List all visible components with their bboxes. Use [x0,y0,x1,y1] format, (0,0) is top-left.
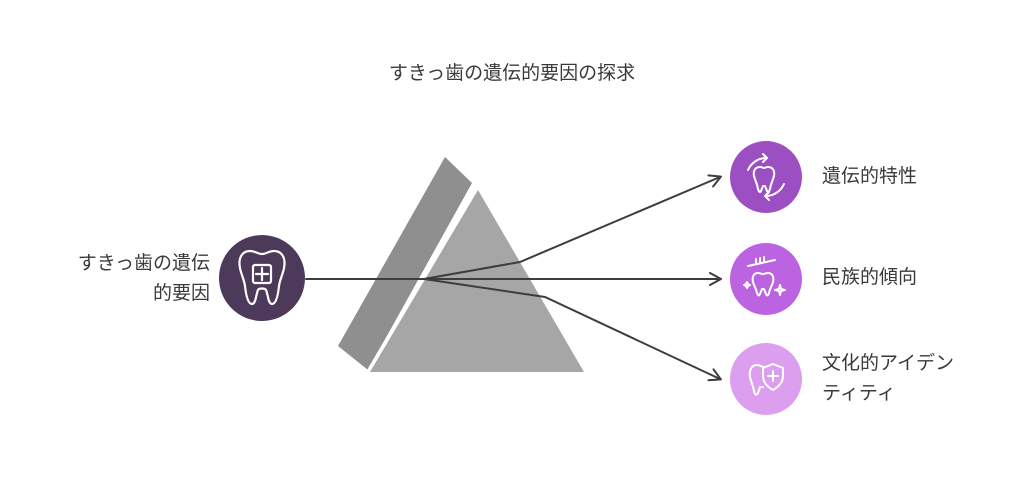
prism-side-face [338,157,472,370]
diagram-title: すきっ歯の遺伝的要因の探求 [388,62,636,84]
source-node[interactable] [219,235,305,321]
light-beams [305,174,722,382]
tooth-plus-icon [238,249,286,306]
output-label-cultural-identity: 文化的アイデン ティティ [822,352,955,404]
output-node-ethnic-tendency[interactable] [730,243,802,315]
toothbrush-sparkle-icon [743,256,786,297]
output-label-genetic-traits: 遺伝的特性 [822,165,918,187]
output-node-genetic-traits[interactable] [730,141,802,213]
tooth-cycle-icon [747,153,785,201]
source-label: すきっ歯の遺伝 的要因 [77,252,210,304]
output-circle [730,343,802,415]
beam-to-genetic-traits [423,174,722,280]
tooth-shield-icon [748,363,784,396]
output-circle [730,141,802,213]
output-label-ethnic-tendency: 民族的傾向 [822,266,918,288]
prism [338,157,584,373]
output-circle [730,243,802,315]
beam-to-cultural-identity [423,278,722,382]
output-node-cultural-identity[interactable] [730,343,802,415]
prism-front-face [370,190,584,372]
